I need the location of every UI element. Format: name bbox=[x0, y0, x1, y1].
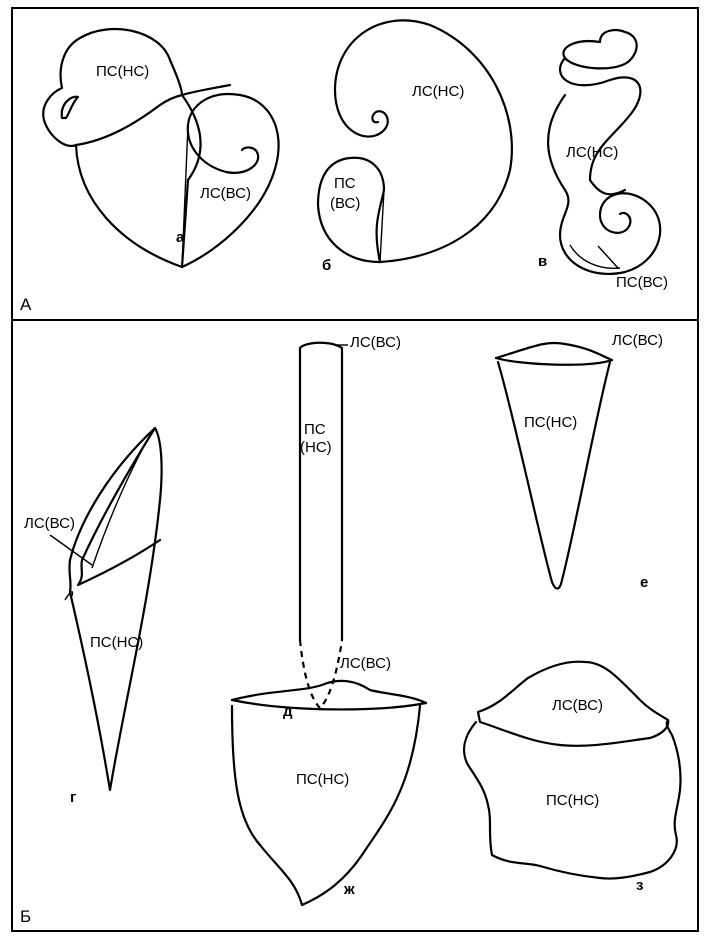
shell-a-label-2: ЛС(ВС) bbox=[200, 185, 251, 202]
shell-e: ЛС(ВС) ПС(НС) е bbox=[496, 332, 663, 591]
shell-d-label-2a: ПС bbox=[304, 421, 326, 438]
shell-zh-label-2: ПС(НС) bbox=[296, 771, 349, 788]
shell-z-letter: з bbox=[636, 877, 643, 894]
shell-b-label-1: ЛС(НС) bbox=[412, 83, 464, 100]
panel-b-frame bbox=[12, 320, 698, 931]
shell-v-label-2: ПС(ВС) bbox=[616, 274, 668, 291]
shell-a: ПС(НС) ЛС(ВС) а bbox=[43, 29, 278, 267]
shell-d-letter: д bbox=[283, 703, 293, 720]
shell-z: ЛС(ВС) ПС(НС) з bbox=[464, 662, 680, 894]
shell-b: ЛС(НС) ПС (ВС) б bbox=[318, 20, 512, 274]
panel-a-letter: А bbox=[20, 295, 32, 314]
shell-v-letter: в bbox=[538, 253, 547, 270]
panel-b-letter: Б bbox=[20, 907, 31, 926]
shell-v-label-1: ЛС(НС) bbox=[566, 144, 618, 161]
shell-e-label-2: ПС(НС) bbox=[524, 414, 577, 431]
shell-g-label-2: ПС(НС) bbox=[90, 634, 143, 651]
shell-b-label-2a: ПС bbox=[334, 175, 356, 192]
shell-zh-label-1: ЛС(ВС) bbox=[340, 655, 391, 672]
shell-e-letter: е bbox=[640, 574, 648, 591]
shell-zh-letter: ж bbox=[343, 881, 355, 898]
shell-b-letter: б bbox=[322, 257, 331, 274]
shell-a-label-1: ПС(НС) bbox=[96, 63, 149, 80]
shell-g: ЛС(ВС) ПС(НС) г bbox=[24, 428, 162, 806]
shell-e-label-1: ЛС(ВС) bbox=[612, 332, 663, 349]
shell-d-label-1: ЛС(ВС) bbox=[350, 334, 401, 351]
shell-g-label-1: ЛС(ВС) bbox=[24, 515, 75, 532]
shell-z-label-2: ПС(НС) bbox=[546, 792, 599, 809]
shell-a-letter: а bbox=[176, 229, 185, 246]
shell-z-label-1: ЛС(ВС) bbox=[552, 697, 603, 714]
shell-d-label-2b: (НС) bbox=[300, 439, 332, 456]
shell-g-letter: г bbox=[70, 789, 76, 806]
shell-b-label-2b: (ВС) bbox=[330, 195, 360, 212]
shell-v: ЛС(НС) ПС(ВС) в bbox=[538, 30, 668, 291]
